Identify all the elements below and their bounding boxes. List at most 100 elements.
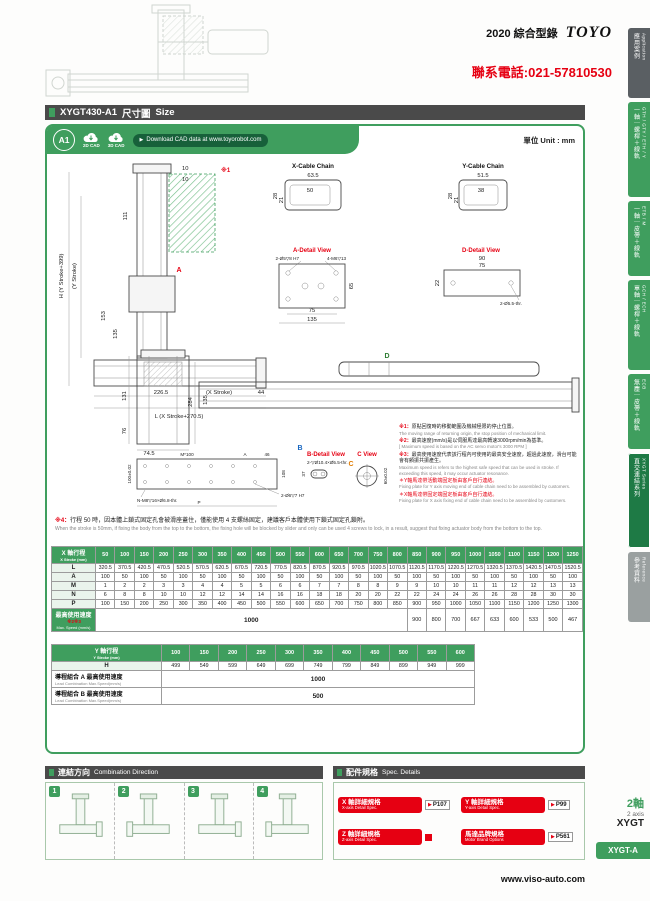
arrow-icon: ▶ <box>551 834 555 840</box>
combination-badge: 2 <box>118 786 130 797</box>
x-table-cell: 1200 <box>523 599 544 609</box>
x-table-cell: 950 <box>425 599 447 609</box>
x-table-cell: 10 <box>153 590 174 600</box>
footer-series-tab[interactable]: XYGT-A <box>596 842 650 859</box>
x-stroke-col: 300 <box>192 546 213 564</box>
note2-zh: 最高速度(mm/s)是以伺服馬達最高轉速3000rpm/min為基準。 <box>411 437 547 444</box>
holes-n-m8: N-M8▽16×Ø6.8-thr. <box>137 498 177 503</box>
x-row-label: P <box>51 599 96 609</box>
combination-sketch-holder <box>54 792 106 850</box>
notes: ※1：原點回復時的移動範圍及機械極限的停止位置。 The moving rang… <box>399 424 579 506</box>
x-stroke-col: 950 <box>445 546 466 564</box>
dim-44: 44 <box>258 390 265 396</box>
x-table-cell: 8 <box>114 590 135 600</box>
combination-direction-bar: 連結方向 Combination Direction <box>45 766 323 779</box>
x-table-cell: 1150 <box>503 599 525 609</box>
marker-B: B <box>297 445 302 452</box>
x-speed-cell: 667 <box>464 608 486 632</box>
y-lead-value: 500 <box>161 687 475 705</box>
x-table-cell: 100 <box>523 572 544 582</box>
y-table-cell: 749 <box>303 661 333 671</box>
dim-22: 22 <box>435 280 441 286</box>
x-table-cell: 13 <box>542 581 564 591</box>
x-table-cell: 1250 <box>542 599 564 609</box>
note3-zh: 最高使用速度代表該行程內可使用的最高安全速度，超過此速度，滑台可能會有顫振共振產… <box>399 451 577 465</box>
y-lead-value: 1000 <box>161 670 475 688</box>
unit-label: 單位 Unit : mm <box>523 136 575 145</box>
x-table-cell: 50 <box>348 572 369 582</box>
y-table-cell: 599 <box>217 661 248 671</box>
x-table-cell: 320.5 <box>94 563 116 573</box>
x-table-cell: 26 <box>484 590 505 600</box>
x-speed-cell: 800 <box>425 608 447 632</box>
spec-page-ref[interactable]: ▶P99 <box>548 800 570 810</box>
x-table-cell: 620.5 <box>211 563 233 573</box>
y-stroke-col: 400 <box>331 644 362 662</box>
spec-page-ref[interactable]: ▶P561 <box>548 832 573 842</box>
sidebar-tab-label-en: GTH / GTY / ETH / Y <box>641 107 647 159</box>
dim-153: 153 <box>101 311 107 321</box>
title-zh: 尺寸圖 <box>122 108 151 120</box>
combination-sketch <box>59 792 103 837</box>
x-table-cell: 4 <box>192 581 213 591</box>
spec-page-ref[interactable]: ▶P107 <box>425 800 450 810</box>
sidebar-tab-label-zh: 單軸｜螺桿＋線軌 <box>632 285 639 337</box>
combination-item-3: 3 <box>183 783 253 859</box>
red-square-icon <box>425 833 432 841</box>
x-table-cell: 1370.5 <box>503 563 525 573</box>
y-stroke-col: 350 <box>303 644 333 662</box>
dim-111: 111 <box>123 212 129 221</box>
cad-3d-download[interactable]: 3D CAD <box>108 132 125 149</box>
cad-2d-download[interactable]: 2D CAD <box>83 132 100 149</box>
x-stroke-col: 500 <box>270 546 291 564</box>
y-table-cell: 999 <box>445 661 476 671</box>
sidebar-tab-label-en: Reference <box>641 557 647 583</box>
x-stroke-col: 1100 <box>503 546 525 564</box>
download-cad-button[interactable]: ▶ Download CAD data at www.toyorobot.com <box>132 133 269 147</box>
x-table-cell: 7 <box>328 581 350 591</box>
website-url: www.viso-auto.com <box>500 874 585 884</box>
spec-details-bar: 配件規格 Spec. Details <box>333 766 585 779</box>
x-table-cell: 8 <box>367 581 389 591</box>
spec-title-zh: 配件規格 <box>346 768 378 777</box>
x-stroke-col: 1250 <box>562 546 583 564</box>
green-accent <box>337 769 342 776</box>
x-table-cell: 50 <box>153 572 174 582</box>
x-table-cell: 670.5 <box>231 563 252 573</box>
x-table-cell: 100 <box>289 572 311 582</box>
sidebar-tab-label-en: XYGT Series <box>641 458 647 490</box>
note4: ※4：行程 50 時，因本體上鎖式固定孔會被滑座蓋住，僅能使用 4 支螺絲固定，… <box>55 518 579 534</box>
x-table-cell: 24 <box>445 590 466 600</box>
note3-mark: ※3： <box>399 451 412 458</box>
x-table-cell: 10 <box>445 581 466 591</box>
x-table-cell: 200 <box>133 599 155 609</box>
x-table-cell: 450 <box>231 599 252 609</box>
dimension-content-box: A1 2D CAD 3D CAD ▶ Download CAD data at … <box>45 124 585 754</box>
dim-90: 90 <box>479 256 485 262</box>
section-title-bar: XYGT430-A1 尺寸圖 Size <box>45 105 585 120</box>
holes-b-slot: 2-▽Ø10.4×Ø5.5-thr. <box>307 460 348 465</box>
combination-item-4: 4 <box>252 783 322 859</box>
combination-badge: 4 <box>256 786 268 797</box>
note1-zh: 原點回復時的移動範圍及機械極限的停止位置。 <box>411 424 517 430</box>
dim-10-top: 10 <box>182 166 188 172</box>
toyo-logo: TOYO <box>565 24 612 41</box>
x-table-cell: 100 <box>94 599 116 609</box>
x-table-cell: 8 <box>133 590 155 600</box>
dim-226-5: 226.5 <box>154 390 169 396</box>
